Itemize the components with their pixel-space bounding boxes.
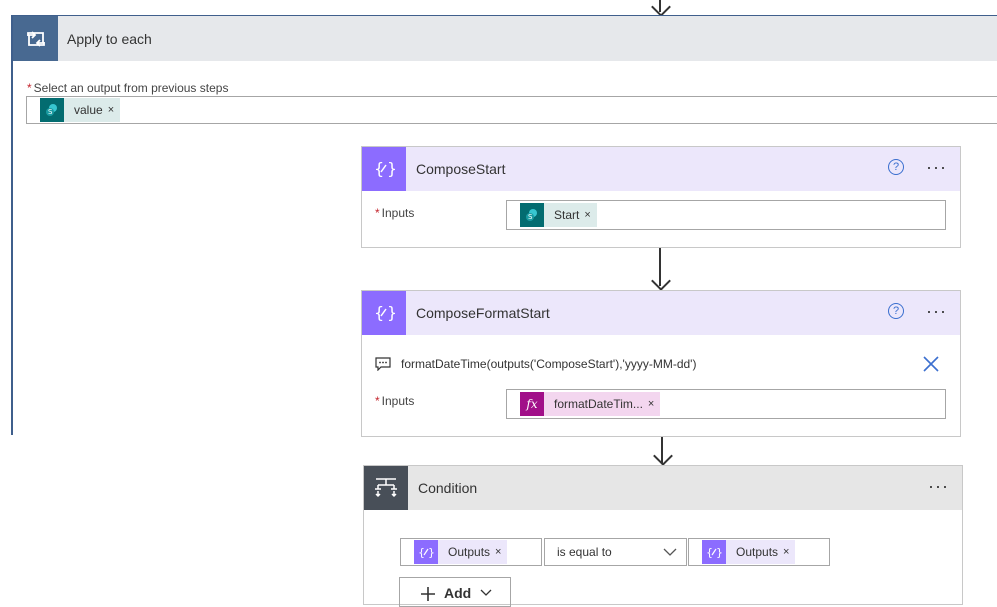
token-label: Start	[554, 208, 580, 222]
chevron-down-icon	[663, 548, 677, 556]
connector-arrowhead	[651, 271, 671, 291]
help-icon[interactable]: ?	[888, 159, 904, 175]
add-label: Add	[444, 585, 472, 601]
compose-icon: {}	[362, 147, 406, 191]
compose-start-header[interactable]: {} ComposeStart ? ···	[362, 147, 960, 191]
compose-icon: {}	[414, 540, 438, 564]
svg-text:}: }	[387, 303, 395, 322]
more-options-button[interactable]: ···	[926, 301, 947, 321]
compose-format-start-card: {} ComposeFormatStart ? ··· formatDateTi…	[361, 290, 961, 437]
start-token[interactable]: S Start ×	[520, 203, 597, 227]
select-output-field[interactable]: S value ×	[26, 96, 997, 124]
svg-text:{: {	[374, 159, 384, 178]
outputs-token[interactable]: {} Outputs ×	[414, 540, 508, 564]
apply-to-each-header[interactable]	[13, 16, 997, 61]
token-remove-button[interactable]: ×	[107, 104, 115, 116]
loop-icon	[13, 16, 58, 61]
sharepoint-icon: S	[40, 98, 64, 122]
outputs-token[interactable]: {} Outputs ×	[702, 540, 796, 564]
apply-to-each-left-border	[11, 15, 13, 435]
comment-icon	[375, 357, 391, 374]
svg-text:}: }	[428, 546, 434, 559]
compose-icon: {}	[702, 540, 726, 564]
close-icon[interactable]	[922, 355, 940, 376]
connector-arrowhead	[653, 446, 673, 466]
token-remove-button[interactable]: ×	[647, 398, 655, 410]
svg-text:{: {	[418, 546, 425, 559]
token-remove-button[interactable]: ×	[495, 546, 502, 558]
condition-header[interactable]: Condition ···	[364, 466, 962, 510]
inputs-label: *Inputs	[375, 394, 415, 408]
token-remove-button[interactable]: ×	[783, 546, 790, 558]
inputs-field[interactable]: S Start ×	[506, 200, 946, 230]
compose-start-title: ComposeStart	[416, 161, 506, 177]
connector-arrow	[659, 248, 661, 286]
svg-text:{: {	[706, 546, 713, 559]
more-options-button[interactable]: ···	[928, 476, 949, 496]
operator-select[interactable]: is equal to	[544, 538, 687, 566]
plus-icon	[421, 587, 435, 601]
compose-format-start-title: ComposeFormatStart	[416, 305, 550, 321]
token-label: value	[74, 103, 103, 117]
svg-text:{: {	[374, 303, 384, 322]
condition-title: Condition	[418, 480, 478, 496]
token-label: Outputs	[448, 545, 491, 559]
svg-text:}: }	[387, 159, 395, 178]
add-button[interactable]: Add	[399, 577, 511, 607]
more-options-button[interactable]: ···	[926, 157, 947, 177]
top-connector-arrow	[659, 0, 661, 12]
svg-text:}: }	[716, 546, 722, 559]
svg-text:S: S	[48, 108, 53, 116]
expression-text: formatDateTime(outputs('ComposeStart'),'…	[401, 357, 697, 371]
operator-value: is equal to	[557, 545, 612, 559]
sharepoint-icon: S	[520, 203, 544, 227]
token-remove-button[interactable]: ×	[584, 209, 591, 221]
compose-start-card: {} ComposeStart ? ··· *Inputs S Start ×	[361, 146, 961, 248]
connector-arrow	[661, 437, 663, 463]
inputs-label: *Inputs	[375, 206, 415, 220]
help-icon[interactable]: ?	[888, 303, 904, 319]
token-label: formatDateTim...	[554, 397, 643, 411]
svg-text:S: S	[528, 213, 533, 221]
token-label: Outputs	[736, 545, 779, 559]
select-output-label: *Select an output from previous steps	[27, 81, 229, 95]
value-token[interactable]: S value ×	[40, 98, 121, 122]
compose-icon: {}	[362, 291, 406, 335]
expression-icon: fx	[520, 392, 544, 416]
condition-right-operand[interactable]: {} Outputs ×	[688, 538, 830, 566]
apply-to-each-border	[11, 15, 997, 16]
inputs-field[interactable]: fx formatDateTim... ×	[506, 389, 946, 419]
chevron-down-icon	[480, 589, 492, 596]
compose-format-start-header[interactable]: {} ComposeFormatStart ? ···	[362, 291, 960, 335]
format-expression-token[interactable]: fx formatDateTim... ×	[520, 392, 661, 416]
condition-icon	[364, 466, 408, 510]
condition-left-operand[interactable]: {} Outputs ×	[400, 538, 542, 566]
apply-to-each-title: Apply to each	[67, 31, 152, 47]
